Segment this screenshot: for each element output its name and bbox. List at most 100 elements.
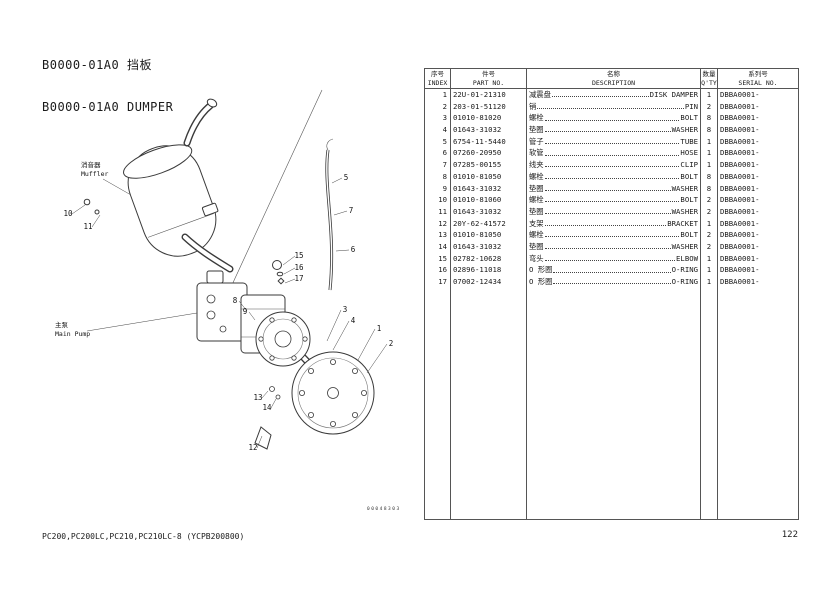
diagram-svg: 消音器 Muffler 主泵 Main Pump 00048303 101157…	[55, 89, 401, 512]
cell-qty: 8	[701, 112, 718, 125]
description-cn: 弯头	[529, 253, 544, 263]
cell-index: 1	[425, 89, 451, 101]
cell-serial-no: DBBA0001-	[720, 148, 760, 158]
cell-description: 销 PIN	[527, 100, 701, 113]
cell-part-no: 02782-10628	[451, 252, 527, 265]
cell-serial-no: DBBA0001-	[720, 171, 760, 181]
cell-part-no: 07002-12434	[451, 276, 527, 288]
description-cn: 线夹	[529, 160, 544, 170]
callout-leader	[284, 278, 296, 284]
table-row: 8 01010-81050 螺栓 BOLT 8 DBBA0001-	[425, 170, 798, 183]
description-en: O-RING	[671, 277, 698, 286]
header-desc-en: DESCRIPTION	[591, 78, 636, 87]
callout-leader	[282, 255, 296, 266]
pump-label-cn: 主泵	[55, 320, 69, 329]
cell-part-no: 01010-81060	[451, 194, 527, 206]
cell-serial-no: DBBA0001-	[720, 195, 760, 205]
table-row: 12 20Y-62-41572 支架 BRACKET 1 DBBA0001-	[425, 217, 798, 230]
page-title-cn: B0000-01A0 挡板	[42, 58, 152, 72]
cell-serial-no: DBBA0001-	[720, 183, 760, 193]
description-cn: 螺栓	[529, 230, 544, 240]
callout-number: 9	[243, 307, 248, 316]
tube-drawing	[325, 138, 334, 291]
header-serial-no: 系列号 SERIAL NO.	[718, 69, 798, 88]
callout-number: 8	[233, 296, 238, 305]
callout-leader	[366, 343, 388, 374]
callout-number: 6	[351, 245, 356, 254]
table-row: 2 203-01-51120 销 PIN 2 DBBA0001-	[425, 100, 798, 113]
description-en: WASHER	[671, 241, 698, 251]
cell-index: 5	[425, 135, 451, 148]
cell-serial-no: DBBA0001-	[720, 241, 760, 251]
callout-number: 14	[262, 403, 272, 412]
cell-description: 垫圈 WASHER	[527, 205, 701, 218]
callout-leader	[333, 210, 348, 216]
cell-index: 8	[425, 170, 451, 183]
page-title: B0000-01A0 挡板 B0000-01A0 DUMPER	[42, 30, 173, 142]
dot-leader	[544, 248, 671, 250]
description-en: CLIP	[680, 160, 698, 170]
parts-table: 序号 INDEX 件号 PART NO. 名称 DESCRIPTION 数量 Q…	[424, 68, 799, 520]
description-cn: 支架	[529, 218, 544, 228]
muffler-label-cn: 消音器	[81, 160, 101, 169]
cell-serial-no: DBBA0001-	[720, 113, 760, 123]
cell-qty: 2	[701, 240, 718, 253]
cell-qty: 2	[701, 100, 718, 113]
callout-number: 11	[83, 222, 92, 231]
callout-number: 16	[294, 263, 304, 272]
dot-leader	[544, 131, 671, 133]
cell-index: 15	[425, 252, 451, 265]
header-qty-en: Q'TY	[701, 78, 717, 87]
cell-qty: 1	[701, 217, 718, 230]
main-pump-drawing	[196, 270, 324, 379]
cell-qty: 2	[701, 229, 718, 241]
callout-number: 15	[294, 251, 303, 260]
header-description: 名称 DESCRIPTION	[527, 69, 701, 88]
dot-leader	[544, 178, 680, 179]
header-qty: 数量 Q'TY	[701, 69, 718, 88]
callout-leader	[335, 249, 350, 252]
cell-serial-no: DBBA0001-	[720, 90, 760, 99]
header-index-en: INDEX	[427, 78, 448, 87]
callout-leader	[71, 204, 86, 215]
cell-part-no: 01643-31032	[451, 205, 527, 218]
dot-leader	[544, 213, 671, 215]
cell-qty: 1	[701, 276, 718, 288]
description-cn: 垫圈	[529, 241, 544, 251]
cell-part-no: 6754-11-5440	[451, 135, 527, 148]
cell-description: O 形圈 O-RING	[527, 276, 701, 288]
cell-description: O 形圈 O-RING	[527, 264, 701, 276]
cell-index: 4	[425, 124, 451, 136]
cell-index: 6	[425, 147, 451, 160]
cell-serial-no: DBBA0001-	[720, 101, 760, 111]
drawing-number: 00048303	[367, 506, 401, 512]
table-row: 17 07002-12434 O 形圈 O-RING 1 DBBA0001-	[425, 276, 798, 288]
callout-leader	[261, 390, 269, 399]
cell-qty: 2	[701, 205, 718, 218]
cell-serial-no: DBBA0001-	[720, 206, 760, 216]
filler-col-index	[425, 287, 451, 519]
cell-serial-no: DBBA0001-	[720, 265, 760, 275]
table-row: 14 01643-31032 垫圈 WASHER 2 DBBA0001-	[425, 240, 798, 253]
cell-description: 螺栓 BOLT	[527, 194, 701, 206]
callout-number: 7	[349, 206, 354, 215]
cell-index: 9	[425, 182, 451, 195]
table-row: 6 07260-20950 软管 HOSE 1 DBBA0001-	[425, 147, 798, 160]
description-en: O-RING	[671, 265, 698, 275]
header-desc-cn: 名称	[607, 70, 620, 78]
muffler-label-en: Muffler	[81, 170, 108, 178]
cell-qty: 8	[701, 182, 718, 195]
cell-index: 16	[425, 264, 451, 276]
description-cn: 垫圈	[529, 125, 544, 135]
callout-leader	[248, 311, 256, 321]
description-en: WASHER	[671, 183, 698, 193]
table-row: 4 01643-31032 垫圈 WASHER 8 DBBA0001-	[425, 124, 798, 136]
cell-serial-no: DBBA0001-	[720, 253, 760, 263]
cell-description: 螺栓 BOLT	[527, 229, 701, 241]
dot-leader	[544, 119, 680, 121]
cell-description: 螺栓 BOLT	[527, 112, 701, 125]
filler-col-serial	[718, 288, 798, 519]
description-en: WASHER	[671, 125, 698, 135]
cell-index: 13	[425, 229, 451, 241]
